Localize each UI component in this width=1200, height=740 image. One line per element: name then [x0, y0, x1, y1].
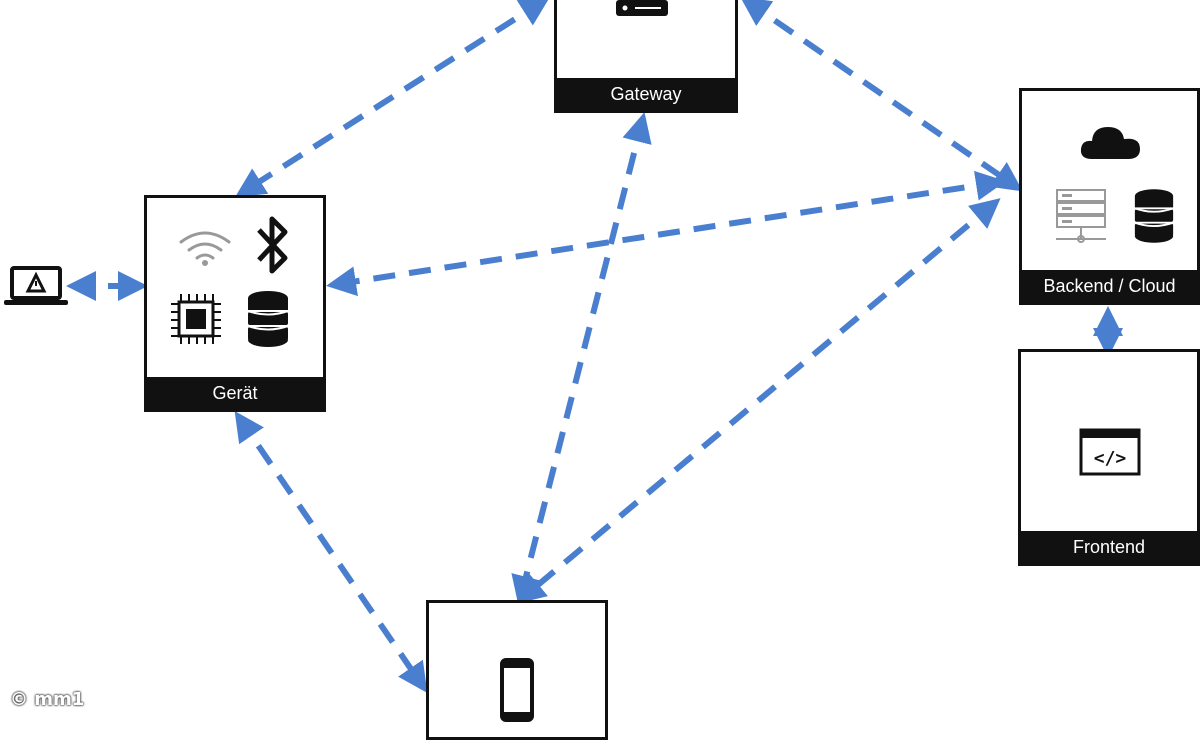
- svg-text:</>: </>: [1094, 448, 1127, 469]
- gateway-label: Gateway: [557, 78, 735, 110]
- frontend-label: Frontend: [1021, 531, 1197, 563]
- link-device-mobile: [234, 411, 428, 693]
- device-label: Gerät: [147, 377, 323, 409]
- server-icon: [1056, 189, 1106, 243]
- bluetooth-icon: [257, 216, 288, 274]
- wifi-icon: [179, 231, 231, 266]
- device-node: Gerät: [144, 195, 326, 412]
- router-icon: [616, 0, 668, 16]
- architecture-diagram: Gateway: [4, 0, 1200, 740]
- frontend-node: </> Frontend: [1018, 349, 1200, 566]
- connectors: [66, 0, 1123, 693]
- database-icon: [247, 291, 289, 347]
- backend-node: Backend / Cloud: [1019, 88, 1200, 305]
- smartphone-icon: [500, 658, 534, 722]
- mobile-node: [426, 600, 608, 740]
- chip-icon: [171, 294, 221, 344]
- backend-label: Backend / Cloud: [1022, 270, 1197, 302]
- cloud-icon: [1080, 127, 1140, 159]
- database-icon: [1134, 189, 1174, 243]
- gateway-node: Gateway: [554, 0, 738, 113]
- watermark: © mm1: [10, 689, 85, 710]
- link-backend-device: [326, 170, 1006, 297]
- link-backend-mobile: [515, 198, 1001, 604]
- code-window-icon: </>: [1079, 428, 1141, 476]
- link-gateway-device: [234, 0, 551, 198]
- laptop-icon: [4, 266, 68, 305]
- link-gateway-backend: [740, 0, 1023, 192]
- link-gateway-mobile: [511, 112, 652, 606]
